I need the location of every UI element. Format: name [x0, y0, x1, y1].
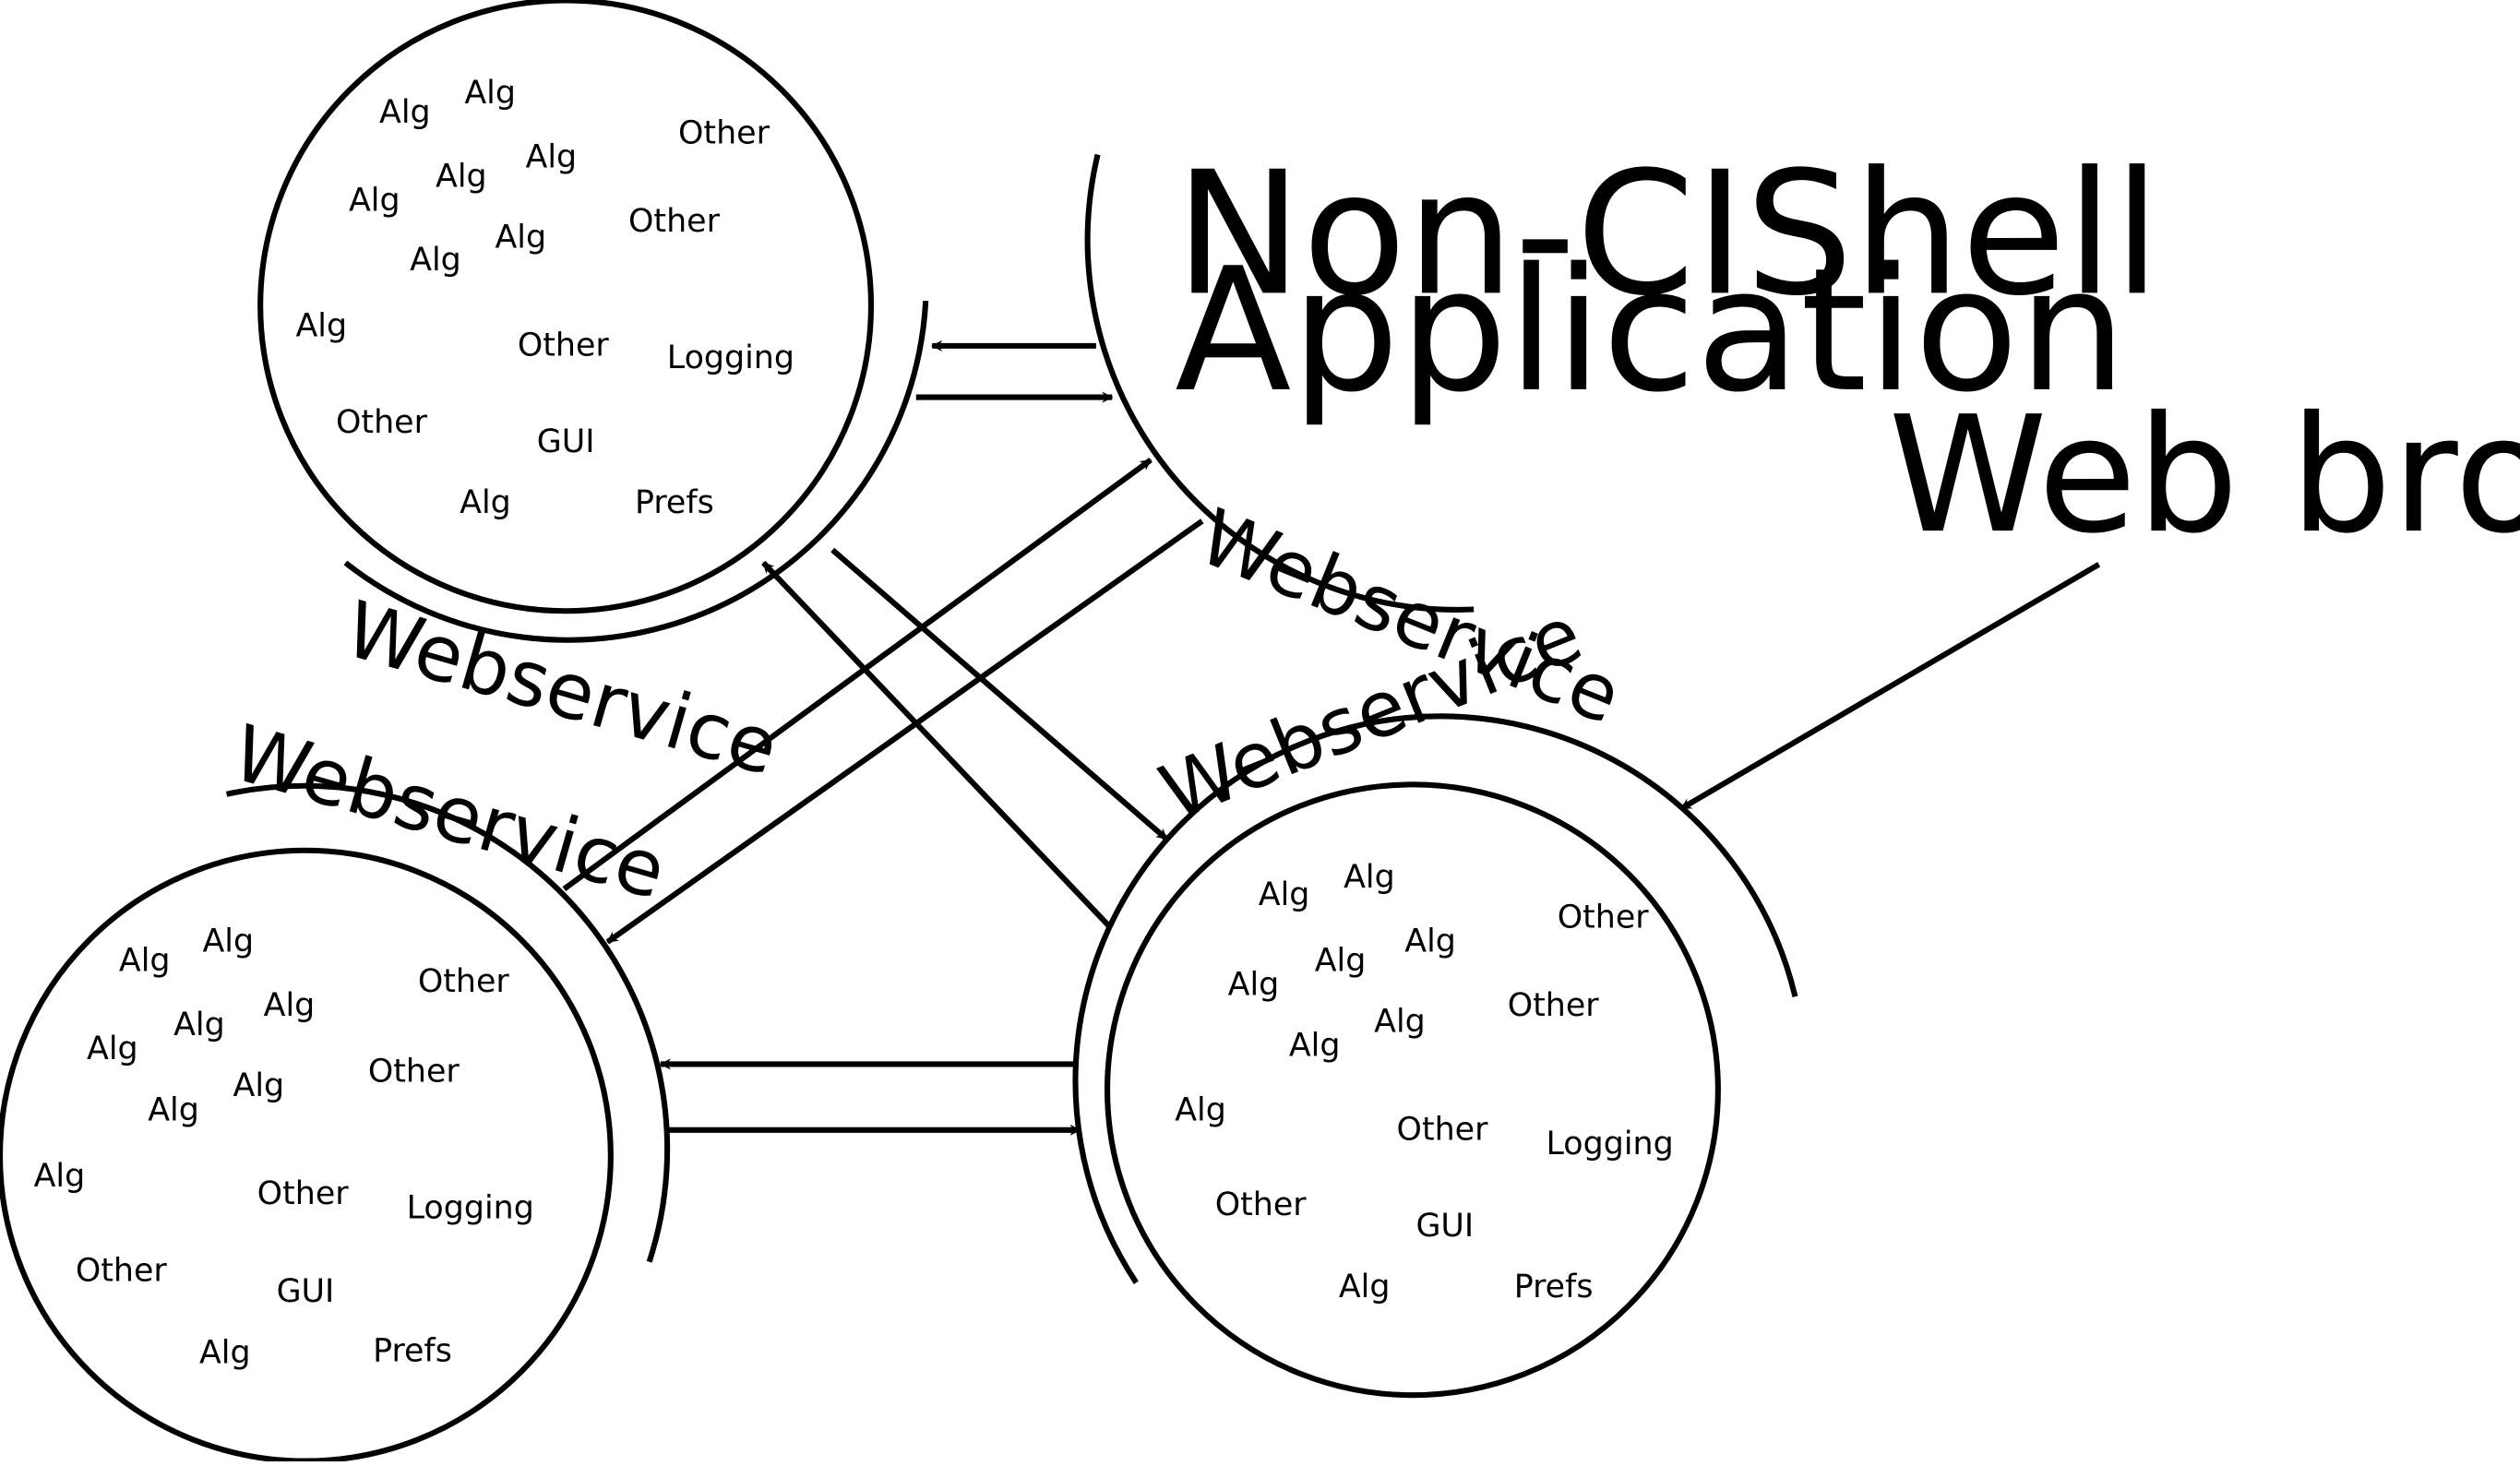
item-alg: Alg [495, 220, 546, 256]
item-prefs: Prefs [635, 484, 714, 521]
item-other: Other [418, 963, 510, 1000]
item-gui: GUI [277, 1273, 335, 1310]
item-other: Other [336, 404, 428, 441]
connections [562, 340, 2101, 1136]
item-alg: Alg [379, 94, 431, 131]
item-other: Other [518, 327, 610, 364]
item-logging: Logging [407, 1190, 534, 1227]
item-alg: Alg [1374, 1004, 1426, 1041]
item-other: Other [257, 1175, 350, 1212]
item-alg: Alg [295, 307, 347, 344]
webservice-arc [225, 782, 671, 1263]
arrow-top-to-bottom-right [830, 547, 1169, 841]
item-alg: Alg [1404, 923, 1456, 959]
item-alg: Alg [1289, 1028, 1341, 1065]
item-alg: Alg [1344, 859, 1395, 896]
item-other: Other [1215, 1186, 1308, 1223]
webservice-arc [1072, 713, 1798, 1284]
arrow-app-to-bottom-left [605, 518, 1204, 945]
item-alg: Alg [436, 158, 487, 195]
item-alg: Alg [1228, 967, 1280, 1004]
item-alg: Alg [173, 1007, 225, 1043]
item-alg: Alg [119, 942, 171, 979]
item-alg: Alg [1339, 1269, 1391, 1305]
item-alg: Alg [349, 183, 400, 220]
item-other: Other [1558, 899, 1650, 936]
shell-node-bottom-left: Webservice Alg Alg Other Alg Alg Alg Oth… [0, 708, 675, 1464]
item-prefs: Prefs [373, 1333, 452, 1370]
web-browser-label: Web browser [1889, 382, 2520, 569]
item-alg: Alg [233, 1067, 285, 1104]
node-boundary-circle [257, 0, 874, 614]
item-logging: Logging [667, 340, 794, 376]
arrow-bottom-left-to-app [562, 458, 1153, 892]
node-items: Alg Alg Other Alg Alg Alg Other Alg Alg … [1175, 859, 1674, 1305]
item-other: Other [1508, 987, 1600, 1024]
application-title-line1: Non-CIShell [1175, 135, 2160, 333]
arrow-browser-to-bottom-right [1679, 562, 2101, 812]
application-webservice-arc [1084, 153, 1475, 613]
item-other: Other [368, 1054, 460, 1091]
item-gui: GUI [1415, 1208, 1474, 1245]
web-browser: Web browser [1889, 382, 2520, 569]
item-alg: Alg [1259, 876, 1310, 913]
item-prefs: Prefs [1514, 1269, 1594, 1305]
item-alg: Alg [202, 923, 254, 959]
application-title-line2: Application [1175, 232, 2127, 430]
arrow-bottom-right-to-top [761, 560, 1111, 928]
item-alg: Alg [1315, 942, 1367, 979]
webservice-arc [343, 300, 929, 643]
item-other: Other [678, 114, 770, 151]
shell-node-bottom-right: Webservice Alg Alg Other Alg Alg Alg Oth… [1072, 589, 1798, 1399]
shell-node-top: Webservice Alg Alg Other Alg Alg Alg Oth… [257, 0, 929, 793]
item-alg: Alg [264, 987, 316, 1024]
node-boundary-circle [1104, 781, 1721, 1399]
node-items: Alg Alg Other Alg Alg Alg Other Alg Alg … [295, 75, 794, 521]
item-gui: GUI [537, 423, 595, 460]
item-other: Other [1397, 1111, 1489, 1148]
item-alg: Alg [460, 484, 511, 521]
node-items: Alg Alg Other Alg Alg Alg Other Alg Alg … [34, 923, 534, 1371]
item-alg: Alg [87, 1031, 138, 1067]
item-alg: Alg [410, 242, 461, 279]
item-alg: Alg [199, 1334, 251, 1371]
item-alg: Alg [1175, 1091, 1226, 1128]
item-alg: Alg [34, 1158, 86, 1195]
item-alg: Alg [464, 75, 516, 112]
item-other: Other [628, 203, 721, 240]
item-logging: Logging [1547, 1126, 1674, 1162]
node-boundary-circle [0, 847, 614, 1464]
item-alg: Alg [526, 139, 578, 176]
item-other: Other [76, 1253, 168, 1290]
item-alg: Alg [148, 1091, 199, 1128]
